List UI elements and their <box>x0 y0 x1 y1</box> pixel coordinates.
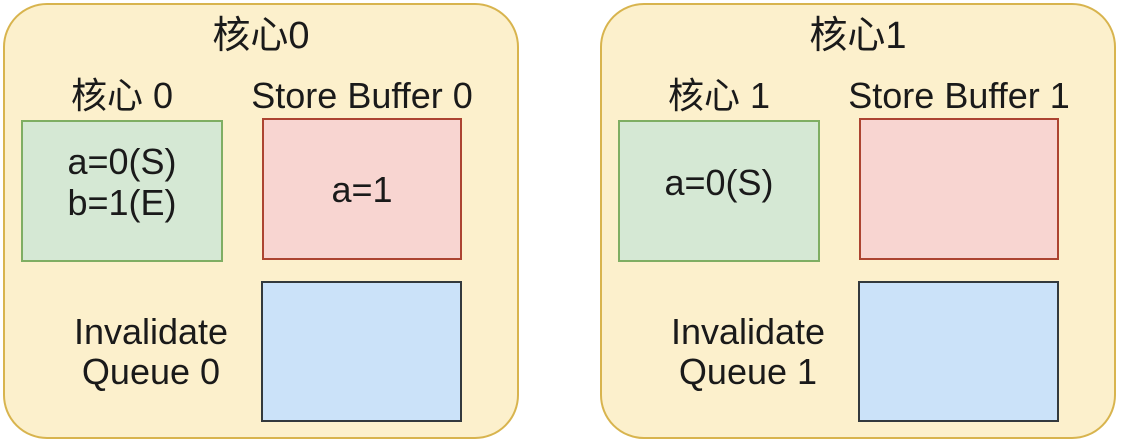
core0-panel: 核心0 核心 0 Store Buffer 0 a=0(S) b=1(E) a=… <box>3 3 519 439</box>
core1-core-content: a=0(S) <box>664 161 774 203</box>
core1-core-label: 核心 1 <box>667 75 771 116</box>
core1-invalidate-queue-label: Invalidate Queue 1 <box>670 310 826 392</box>
core1-panel: 核心1 核心 1 Store Buffer 1 a=0(S) Invalidat… <box>600 3 1116 439</box>
core0-core-label: 核心 0 <box>70 75 174 116</box>
core0-invalidate-queue-box <box>261 281 462 422</box>
core1-core-box: a=0(S) <box>618 120 820 262</box>
core1-store-buffer-label: Store Buffer 1 <box>848 75 1070 116</box>
core0-core-content: a=0(S) b=1(E) <box>67 141 177 223</box>
core0-core-box: a=0(S) b=1(E) <box>21 120 223 262</box>
core0-store-buffer-label: Store Buffer 0 <box>251 75 473 116</box>
core0-store-buffer-content: a=1 <box>331 168 393 210</box>
core1-store-buffer-box <box>859 118 1059 260</box>
core0-store-buffer-box: a=1 <box>262 118 462 260</box>
core1-panel-title: 核心1 <box>809 15 907 57</box>
core1-invalidate-queue-box <box>858 281 1059 422</box>
core0-panel-title: 核心0 <box>212 15 310 57</box>
core0-invalidate-queue-label: Invalidate Queue 0 <box>73 310 229 392</box>
